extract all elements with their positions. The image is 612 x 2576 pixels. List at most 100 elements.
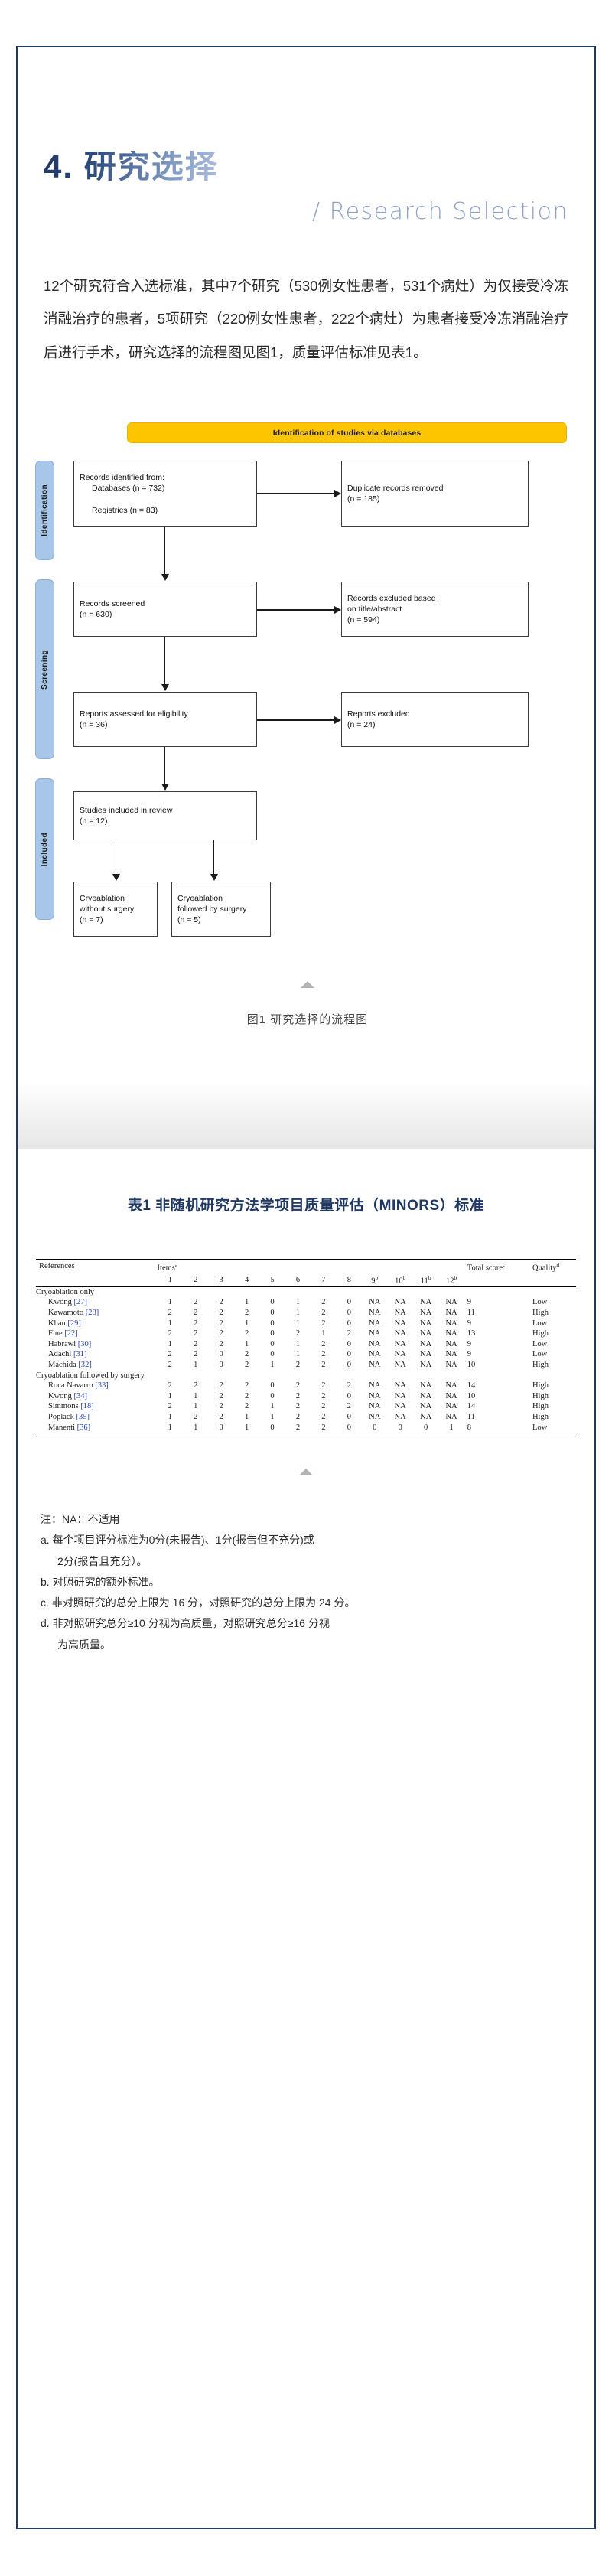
box-cryoablation-without-surgery: Cryoablation without surgery (n = 7) — [73, 882, 158, 937]
cell-item-12: NA — [445, 1329, 457, 1339]
flow-banner: Identification of studies via databases — [127, 422, 567, 444]
cell-item-10: NA — [394, 1309, 406, 1318]
box-reports-excluded: Reports excluded (n = 24) — [341, 692, 529, 748]
cell-item-8: 0 — [347, 1350, 351, 1359]
cell-item-10: 0 — [387, 1422, 413, 1433]
cell-total-score: 14 — [467, 1381, 476, 1391]
cell-item-7: 2 — [321, 1413, 326, 1422]
cell-item-5: 1 — [270, 1361, 275, 1370]
collapse-caret-icon[interactable] — [301, 981, 314, 989]
cell-quality: Low — [532, 1339, 548, 1348]
cell-item-10: NA — [394, 1298, 406, 1307]
collapse-caret-icon-2[interactable] — [299, 1468, 313, 1475]
cell-reference: Adachi [31] — [48, 1350, 87, 1359]
header-quality-sup: d — [556, 1260, 560, 1268]
citation-link[interactable]: [31] — [73, 1350, 87, 1359]
table-group-label: Cryoablation followed by surgery — [36, 1371, 145, 1380]
stage-label-included-text: Included — [41, 832, 49, 867]
citation-link[interactable]: [27] — [73, 1298, 88, 1307]
cell-item-6: 2 — [295, 1391, 301, 1400]
citation-link[interactable]: [33] — [95, 1381, 109, 1391]
figure-footer: 图1 研究选择的流程图 — [35, 981, 580, 1027]
cell-item-8: 2 — [347, 1329, 351, 1339]
header-total-score-label: Total score — [467, 1264, 503, 1273]
cell-item-12: NA — [445, 1402, 457, 1411]
cell-item-3: 2 — [219, 1413, 223, 1422]
citation-link[interactable]: [34] — [73, 1391, 88, 1400]
cell-item-3: 2 — [219, 1309, 223, 1318]
cell-item-12: NA — [445, 1350, 457, 1359]
cell-reference: Khan [29] — [48, 1319, 81, 1328]
citation-link[interactable]: [30] — [77, 1339, 92, 1348]
cell-item-8: 2 — [347, 1381, 351, 1391]
citation-link[interactable]: [18] — [80, 1402, 94, 1411]
connector-included-to-cryo-surgery — [213, 840, 215, 875]
cell-reference: Kawamoto [28] — [48, 1309, 99, 1318]
arrow-included-to-cryo-only — [112, 874, 120, 882]
cell-item-10: NA — [394, 1319, 406, 1328]
cell-total-score: 9 — [467, 1350, 472, 1359]
cell-item-1: 2 — [168, 1309, 172, 1318]
cell-item-2: 2 — [194, 1339, 198, 1348]
cell-reference: Habrawi [30] — [48, 1339, 92, 1348]
box-reports-excluded-text: Reports excluded (n = 24) — [347, 709, 410, 730]
cell-quality: High — [532, 1413, 549, 1422]
cell-item-3: 2 — [219, 1391, 223, 1400]
page-title: 4. 研究选择 — [44, 148, 219, 184]
cell-item-1: 1 — [168, 1319, 172, 1328]
citation-link[interactable]: [22] — [64, 1329, 78, 1339]
citation-link[interactable]: [36] — [76, 1423, 91, 1432]
cell-quality: High — [532, 1391, 549, 1400]
cell-item-2: 2 — [194, 1319, 198, 1328]
cell-item-1: 2 — [168, 1361, 172, 1370]
cell-item-5: 0 — [270, 1339, 275, 1348]
cell-item-5: 0 — [270, 1391, 275, 1400]
cell-quality: High — [532, 1329, 549, 1339]
cell-total-score: 9 — [467, 1319, 472, 1328]
cell-item-12: NA — [445, 1361, 457, 1370]
cell-item-2: 1 — [194, 1402, 198, 1411]
cell-item-6: 1 — [295, 1339, 301, 1348]
stage-label-identification-text: Identification — [41, 484, 49, 537]
cell-quality: High — [532, 1309, 549, 1318]
box-reports-assessed: Reports assessed for eligibility (n = 36… — [73, 692, 257, 748]
cell-item-4: 2 — [244, 1381, 249, 1391]
cell-item-10: NA — [394, 1339, 406, 1348]
cell-quality: Low — [532, 1319, 548, 1328]
cell-item-9: 0 — [362, 1422, 388, 1433]
citation-link[interactable]: [32] — [78, 1361, 92, 1370]
cell-item-9: NA — [369, 1350, 381, 1359]
cell-item-3: 2 — [219, 1298, 223, 1307]
box-records-screened: Records screened (n = 630) — [73, 582, 257, 637]
cell-item-5: 0 — [259, 1422, 285, 1433]
cell-item-1: 1 — [168, 1339, 172, 1348]
citation-link[interactable]: [35] — [76, 1413, 90, 1422]
connector-screened-to-assessed — [164, 637, 166, 685]
cell-reference: Kwong [27] — [48, 1298, 88, 1307]
cell-item-10: NA — [394, 1402, 406, 1411]
cell-item-2: 2 — [194, 1350, 198, 1359]
note-line-5: d. 非对照研究总分≥10 分视为高质量，对照研究总分≥16 分视 — [41, 1617, 330, 1630]
citation-link[interactable]: [28] — [85, 1309, 99, 1318]
cell-item-6: 2 — [295, 1361, 301, 1370]
cell-item-9: NA — [369, 1319, 381, 1328]
cell-item-7: 2 — [321, 1391, 326, 1400]
cell-item-11: NA — [420, 1361, 432, 1370]
cell-item-7: 1 — [321, 1329, 326, 1339]
cell-item-9: NA — [369, 1309, 381, 1318]
citation-link[interactable]: [29] — [67, 1319, 81, 1328]
cell-item-4: 1 — [244, 1339, 249, 1348]
cell-item-4: 2 — [244, 1402, 249, 1411]
header-spacer-total — [464, 1273, 532, 1287]
cell-reference: Machida [32] — [48, 1361, 92, 1370]
cell-item-2: 1 — [194, 1391, 198, 1400]
arrow-identified-to-duplicates — [334, 490, 341, 498]
cell-item-8: 0 — [347, 1319, 351, 1328]
cell-total-score: 10 — [467, 1391, 476, 1400]
